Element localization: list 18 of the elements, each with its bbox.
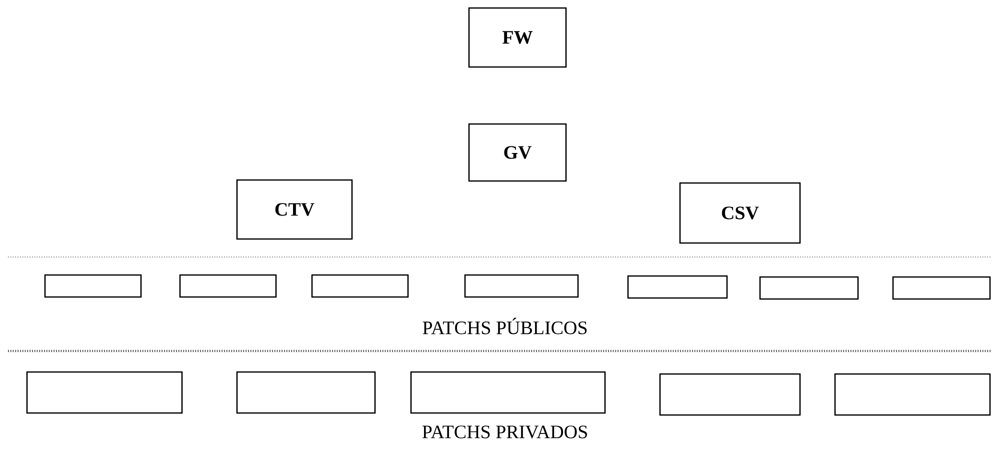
empty-box xyxy=(892,276,991,300)
label-box: CTV xyxy=(236,179,353,240)
empty-box xyxy=(627,275,728,299)
empty-box xyxy=(659,373,801,416)
section-label: PATCHS PRIVADOS xyxy=(422,426,587,438)
empty-box xyxy=(759,276,859,300)
label-box: GV xyxy=(468,123,567,182)
empty-box xyxy=(464,274,579,298)
empty-box xyxy=(44,274,142,298)
empty-box xyxy=(834,373,991,416)
empty-box xyxy=(236,371,376,414)
label-box: FW xyxy=(468,7,567,68)
empty-box xyxy=(179,274,277,298)
section-label: PATCHS PÚBLICOS xyxy=(422,318,587,334)
empty-box xyxy=(26,371,183,414)
empty-box xyxy=(410,371,606,414)
label-box: CSV xyxy=(679,182,801,244)
empty-box xyxy=(311,274,409,298)
